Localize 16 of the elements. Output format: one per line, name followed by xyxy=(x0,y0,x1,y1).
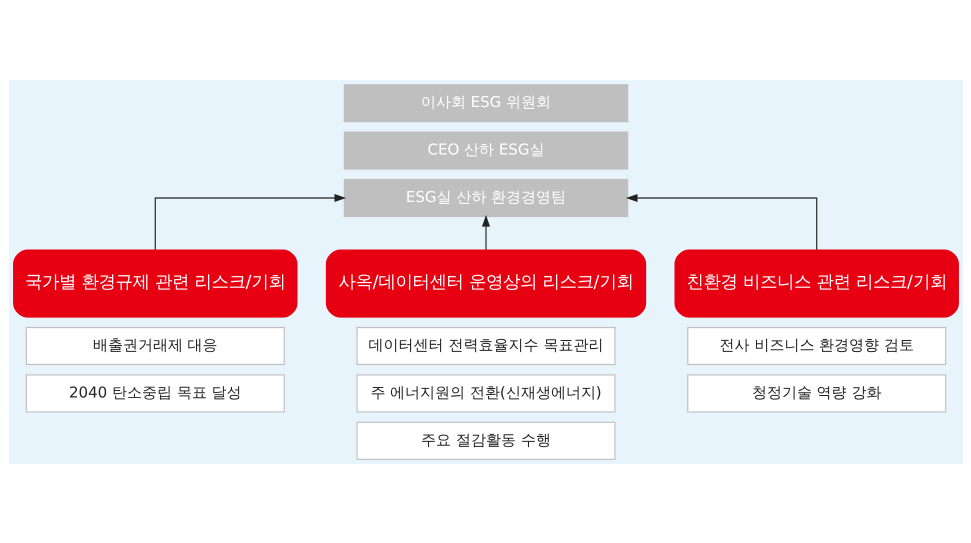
node-box: 데이터센터 전력효율지수 목표관리 xyxy=(356,326,616,365)
node-box: 주요 절감활동 수행 xyxy=(356,421,616,460)
node-box: 주 에너지원의 전환(신재생에너지) xyxy=(356,374,616,412)
node-box: 친환경 비즈니스 관련 리스크/기회 xyxy=(674,248,958,318)
arrow xyxy=(154,193,346,250)
node-box: 청정기술 역량 강화 xyxy=(686,374,946,412)
node-box: CEO 산하 ESG실 xyxy=(343,131,628,170)
arrow xyxy=(625,193,817,250)
node-box: ESG실 산하 환경경영팀 xyxy=(343,178,628,217)
node-box: 이사회 ESG 위원회 xyxy=(343,84,628,122)
arrow xyxy=(481,214,490,250)
node-box: 배출권거래제 대응 xyxy=(25,326,284,365)
node-box: 전사 비즈니스 환경영향 검토 xyxy=(686,326,946,365)
node-box: 사옥/데이터센터 운영상의 리스크/기회 xyxy=(325,248,646,318)
node-box: 국가별 환경규제 관련 리스크/기회 xyxy=(12,248,298,318)
node-box: 2040 탄소중립 목표 달성 xyxy=(25,374,284,412)
